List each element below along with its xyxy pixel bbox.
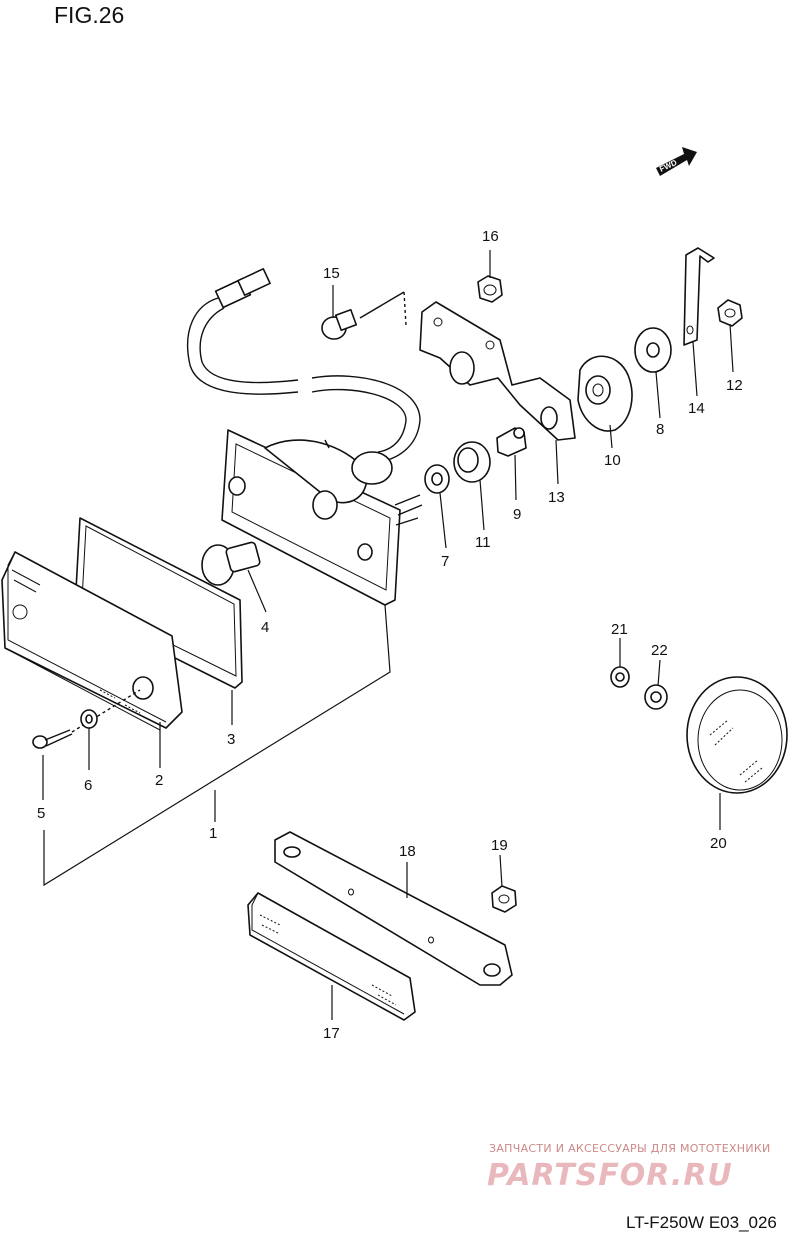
part-number-labels: 1 2 3 4 5 6 7 8 9 10 11 12 13 14 15 16 1… bbox=[37, 228, 743, 1042]
part-number-18: 18 bbox=[399, 843, 416, 860]
part-number-4: 4 bbox=[261, 619, 269, 636]
diagram-code: LT-F250W E03_026 bbox=[626, 1213, 777, 1232]
watermark-caption: ЗАПЧАСТИ И АКСЕССУАРЫ ДЛЯ МОТОТЕХНИКИ bbox=[489, 1142, 771, 1155]
part-number-1: 1 bbox=[209, 825, 217, 842]
nut-19 bbox=[491, 885, 517, 913]
assembly-bracket-lines bbox=[43, 604, 391, 887]
bolt bbox=[321, 291, 407, 340]
washer-7 bbox=[424, 464, 450, 494]
part-number-16: 16 bbox=[482, 228, 499, 245]
callout-lines bbox=[42, 250, 734, 1020]
part-number-5: 5 bbox=[37, 805, 45, 822]
nut bbox=[477, 275, 503, 303]
plate-reflector bbox=[247, 892, 416, 1021]
damper bbox=[577, 355, 633, 432]
washer-21 bbox=[610, 666, 630, 688]
license-bracket bbox=[274, 831, 513, 986]
part-number-21: 21 bbox=[611, 621, 628, 638]
fwd-label: FWD bbox=[658, 158, 679, 174]
part-number-7: 7 bbox=[441, 553, 449, 570]
round-reflector bbox=[686, 676, 788, 794]
washer-22 bbox=[644, 684, 668, 710]
part-number-9: 9 bbox=[513, 506, 521, 523]
fwd-arrow: FWD bbox=[656, 147, 697, 176]
mount-bracket bbox=[419, 301, 576, 441]
nut-12 bbox=[717, 299, 743, 327]
collar bbox=[496, 427, 527, 457]
part-number-3: 3 bbox=[227, 731, 235, 748]
figure-title: FIG.26 bbox=[54, 2, 125, 28]
watermark-logo: PARTSFOR.RU bbox=[487, 1158, 733, 1193]
part-number-19: 19 bbox=[491, 837, 508, 854]
wire-harness bbox=[186, 268, 421, 463]
part-number-12: 12 bbox=[726, 377, 743, 394]
part-number-11: 11 bbox=[475, 534, 491, 551]
washer-8 bbox=[634, 327, 672, 373]
grommet bbox=[453, 441, 491, 483]
stay bbox=[683, 247, 715, 346]
part-number-8: 8 bbox=[656, 421, 664, 438]
part-number-13: 13 bbox=[548, 489, 565, 506]
part-number-22: 22 bbox=[651, 642, 668, 659]
washer bbox=[80, 709, 98, 729]
part-number-6: 6 bbox=[84, 777, 92, 794]
part-number-17: 17 bbox=[323, 1025, 340, 1042]
part-number-10: 10 bbox=[604, 452, 621, 469]
lamp-housing bbox=[221, 429, 423, 606]
part-number-15: 15 bbox=[323, 265, 340, 282]
part-number-14: 14 bbox=[688, 400, 705, 417]
part-number-20: 20 bbox=[710, 835, 727, 852]
part-number-2: 2 bbox=[155, 772, 163, 789]
bulb bbox=[201, 541, 261, 586]
lens bbox=[1, 551, 183, 731]
